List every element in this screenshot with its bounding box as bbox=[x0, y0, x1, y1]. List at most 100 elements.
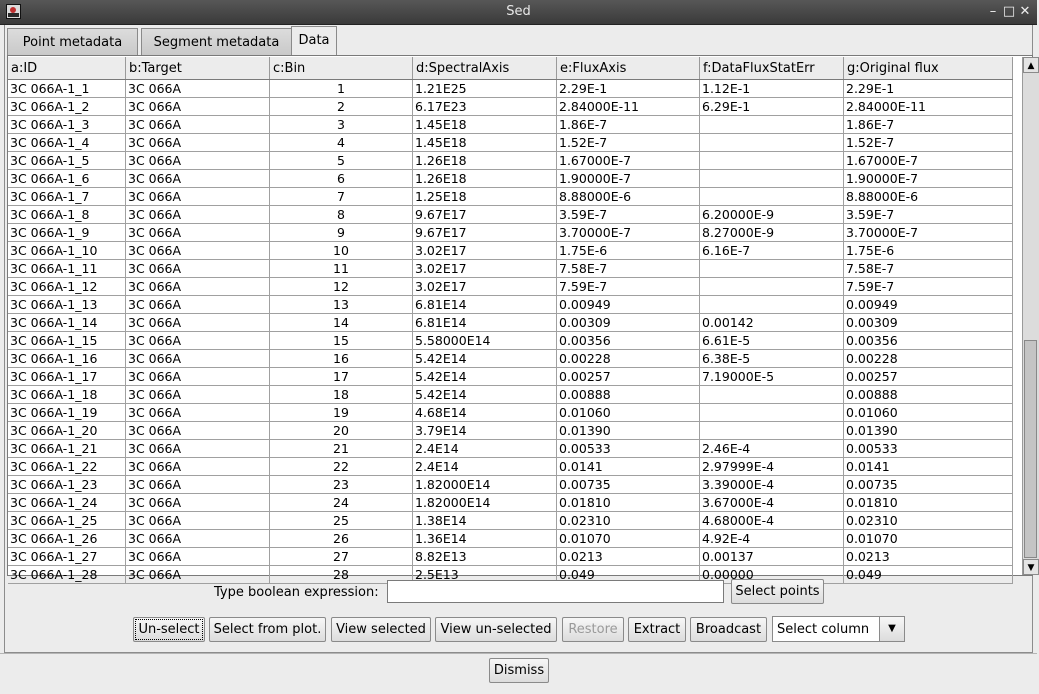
cell-bin[interactable]: 20 bbox=[270, 422, 413, 440]
broadcast-button[interactable]: Broadcast bbox=[690, 617, 767, 642]
cell-target[interactable]: 3C 066A bbox=[126, 422, 270, 440]
cell-flux-axis[interactable]: 0.00888 bbox=[557, 386, 700, 404]
cell-flux-axis[interactable]: 0.01390 bbox=[557, 422, 700, 440]
cell-bin[interactable]: 6 bbox=[270, 170, 413, 188]
cell-original-flux[interactable]: 0.01810 bbox=[844, 494, 1013, 512]
cell-original-flux[interactable]: 0.01390 bbox=[844, 422, 1013, 440]
cell-bin[interactable]: 8 bbox=[270, 206, 413, 224]
cell-target[interactable]: 3C 066A bbox=[126, 188, 270, 206]
cell-target[interactable]: 3C 066A bbox=[126, 80, 270, 98]
cell-id[interactable]: 3C 066A-1_25 bbox=[8, 512, 126, 530]
cell-spectral-axis[interactable]: 1.26E18 bbox=[413, 152, 557, 170]
cell-flux-stat-err[interactable]: 6.16E-7 bbox=[700, 242, 844, 260]
cell-bin[interactable]: 11 bbox=[270, 260, 413, 278]
cell-original-flux[interactable]: 8.88000E-6 bbox=[844, 188, 1013, 206]
cell-target[interactable]: 3C 066A bbox=[126, 260, 270, 278]
cell-bin[interactable]: 15 bbox=[270, 332, 413, 350]
cell-target[interactable]: 3C 066A bbox=[126, 314, 270, 332]
chevron-down-icon[interactable]: ▼ bbox=[879, 617, 904, 641]
cell-id[interactable]: 3C 066A-1_8 bbox=[8, 206, 126, 224]
cell-original-flux[interactable]: 1.52E-7 bbox=[844, 134, 1013, 152]
column-header-target[interactable]: b:Target bbox=[126, 57, 270, 79]
cell-spectral-axis[interactable]: 5.42E14 bbox=[413, 350, 557, 368]
cell-original-flux[interactable]: 0.00949 bbox=[844, 296, 1013, 314]
cell-flux-stat-err[interactable]: 6.61E-5 bbox=[700, 332, 844, 350]
select-from-plot-button[interactable]: Select from plot. bbox=[209, 617, 326, 642]
cell-target[interactable]: 3C 066A bbox=[126, 152, 270, 170]
cell-original-flux[interactable]: 0.00356 bbox=[844, 332, 1013, 350]
cell-original-flux[interactable]: 2.29E-1 bbox=[844, 80, 1013, 98]
column-header-flux-axis[interactable]: e:FluxAxis bbox=[557, 57, 700, 79]
cell-id[interactable]: 3C 066A-1_24 bbox=[8, 494, 126, 512]
cell-flux-stat-err[interactable]: 0.00137 bbox=[700, 548, 844, 566]
cell-spectral-axis[interactable]: 5.58000E14 bbox=[413, 332, 557, 350]
column-header-id[interactable]: a:ID bbox=[8, 57, 126, 79]
cell-target[interactable]: 3C 066A bbox=[126, 296, 270, 314]
cell-id[interactable]: 3C 066A-1_3 bbox=[8, 116, 126, 134]
cell-id[interactable]: 3C 066A-1_20 bbox=[8, 422, 126, 440]
restore-button[interactable]: Restore bbox=[562, 617, 624, 642]
cell-flux-axis[interactable]: 0.00228 bbox=[557, 350, 700, 368]
view-selected-button[interactable]: View selected bbox=[331, 617, 431, 642]
cell-spectral-axis[interactable]: 9.67E17 bbox=[413, 206, 557, 224]
cell-original-flux[interactable]: 3.70000E-7 bbox=[844, 224, 1013, 242]
cell-target[interactable]: 3C 066A bbox=[126, 98, 270, 116]
select-column-dropdown[interactable]: Select column ▼ bbox=[772, 616, 905, 642]
cell-flux-axis[interactable]: 1.86E-7 bbox=[557, 116, 700, 134]
cell-target[interactable]: 3C 066A bbox=[126, 566, 270, 584]
cell-bin[interactable]: 17 bbox=[270, 368, 413, 386]
cell-id[interactable]: 3C 066A-1_5 bbox=[8, 152, 126, 170]
cell-original-flux[interactable]: 0.00257 bbox=[844, 368, 1013, 386]
cell-id[interactable]: 3C 066A-1_15 bbox=[8, 332, 126, 350]
cell-target[interactable]: 3C 066A bbox=[126, 368, 270, 386]
cell-id[interactable]: 3C 066A-1_9 bbox=[8, 224, 126, 242]
cell-flux-stat-err[interactable]: 8.27000E-9 bbox=[700, 224, 844, 242]
cell-spectral-axis[interactable]: 5.42E14 bbox=[413, 386, 557, 404]
cell-bin[interactable]: 16 bbox=[270, 350, 413, 368]
column-header-original-flux[interactable]: g:Original flux bbox=[844, 57, 1013, 79]
cell-original-flux[interactable]: 2.84000E-11 bbox=[844, 98, 1013, 116]
cell-id[interactable]: 3C 066A-1_18 bbox=[8, 386, 126, 404]
cell-bin[interactable]: 2 bbox=[270, 98, 413, 116]
cell-target[interactable]: 3C 066A bbox=[126, 386, 270, 404]
cell-spectral-axis[interactable]: 4.68E14 bbox=[413, 404, 557, 422]
cell-flux-axis[interactable]: 3.70000E-7 bbox=[557, 224, 700, 242]
cell-bin[interactable]: 28 bbox=[270, 566, 413, 584]
cell-flux-stat-err[interactable]: 2.97999E-4 bbox=[700, 458, 844, 476]
cell-target[interactable]: 3C 066A bbox=[126, 440, 270, 458]
cell-flux-axis[interactable]: 2.84000E-11 bbox=[557, 98, 700, 116]
cell-id[interactable]: 3C 066A-1_22 bbox=[8, 458, 126, 476]
cell-flux-axis[interactable]: 1.75E-6 bbox=[557, 242, 700, 260]
cell-bin[interactable]: 10 bbox=[270, 242, 413, 260]
tab-data[interactable]: Data bbox=[291, 26, 337, 55]
cell-flux-axis[interactable]: 3.59E-7 bbox=[557, 206, 700, 224]
cell-spectral-axis[interactable]: 6.81E14 bbox=[413, 314, 557, 332]
cell-original-flux[interactable]: 0.02310 bbox=[844, 512, 1013, 530]
cell-target[interactable]: 3C 066A bbox=[126, 116, 270, 134]
cell-spectral-axis[interactable]: 1.45E18 bbox=[413, 134, 557, 152]
cell-flux-stat-err[interactable] bbox=[700, 422, 844, 440]
cell-spectral-axis[interactable]: 3.02E17 bbox=[413, 260, 557, 278]
cell-flux-stat-err[interactable]: 2.46E-4 bbox=[700, 440, 844, 458]
view-unselected-button[interactable]: View un-selected bbox=[435, 617, 557, 642]
cell-bin[interactable]: 9 bbox=[270, 224, 413, 242]
cell-flux-stat-err[interactable] bbox=[700, 134, 844, 152]
cell-bin[interactable]: 25 bbox=[270, 512, 413, 530]
cell-id[interactable]: 3C 066A-1_1 bbox=[8, 80, 126, 98]
cell-spectral-axis[interactable]: 1.21E25 bbox=[413, 80, 557, 98]
maximize-icon[interactable]: □ bbox=[1002, 4, 1016, 19]
cell-flux-axis[interactable]: 0.01810 bbox=[557, 494, 700, 512]
cell-id[interactable]: 3C 066A-1_11 bbox=[8, 260, 126, 278]
cell-original-flux[interactable]: 0.01070 bbox=[844, 530, 1013, 548]
close-icon[interactable]: ✕ bbox=[1019, 4, 1031, 19]
cell-bin[interactable]: 3 bbox=[270, 116, 413, 134]
cell-target[interactable]: 3C 066A bbox=[126, 206, 270, 224]
